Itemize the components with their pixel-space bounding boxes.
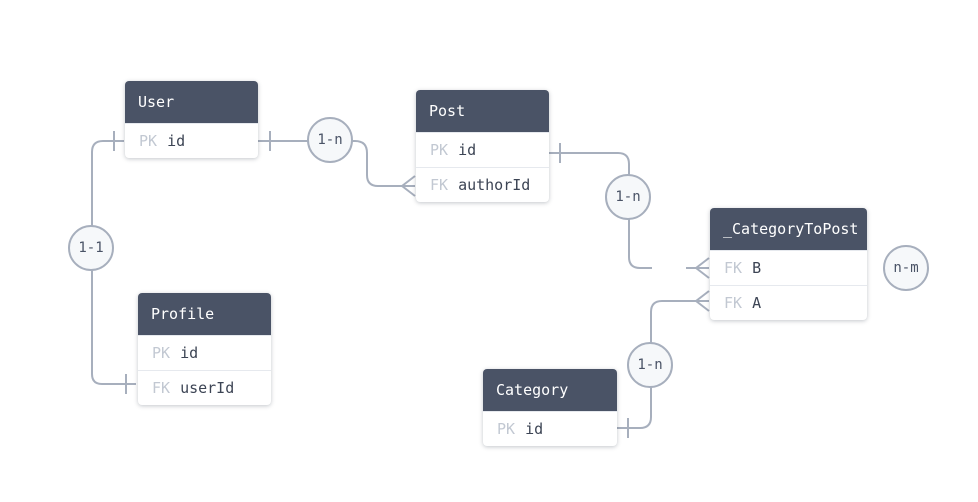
table-profile-row-id[interactable]: PK id: [138, 335, 271, 370]
table-user-row-id[interactable]: PK id: [125, 123, 258, 158]
table-categorytopost[interactable]: _CategoryToPost FK B FK A: [710, 208, 867, 320]
key-label: PK: [430, 141, 449, 159]
key-label: PK: [152, 344, 171, 362]
column-name: B: [752, 259, 762, 277]
table-profile-title: Profile: [138, 293, 271, 335]
table-categorytopost-row-b[interactable]: FK B: [710, 250, 867, 285]
column-name: id: [458, 141, 477, 159]
column-name: authorId: [458, 176, 531, 194]
connector-user-post: [258, 140, 415, 187]
table-user-title: User: [125, 81, 258, 123]
key-label: FK: [724, 259, 743, 277]
key-label: FK: [724, 294, 743, 312]
relation-badge-category-categorytopost[interactable]: 1-n: [627, 342, 673, 388]
relation-badge-user-post[interactable]: 1-n: [307, 117, 353, 163]
relation-badge-post-categorytopost[interactable]: 1-n: [605, 174, 651, 220]
key-label: FK: [152, 379, 171, 397]
table-post-row-authorid[interactable]: FK authorId: [416, 167, 549, 202]
table-profile-row-userid[interactable]: FK userId: [138, 370, 271, 405]
table-category-row-id[interactable]: PK id: [483, 411, 617, 446]
relation-badge-user-profile[interactable]: 1-1: [68, 225, 114, 271]
table-category[interactable]: Category PK id: [483, 369, 617, 446]
crowfoot-categorytopost-b: [686, 257, 710, 279]
table-post-title: Post: [416, 90, 549, 132]
table-post-row-id[interactable]: PK id: [416, 132, 549, 167]
table-category-title: Category: [483, 369, 617, 411]
table-post[interactable]: Post PK id FK authorId: [416, 90, 549, 202]
column-name: A: [752, 294, 762, 312]
table-profile[interactable]: Profile PK id FK userId: [138, 293, 271, 405]
crowfoot-post-author: [401, 175, 416, 197]
column-name: id: [180, 344, 199, 362]
crowfoot-categorytopost-a: [695, 290, 710, 312]
key-label: FK: [430, 176, 449, 194]
table-categorytopost-row-a[interactable]: FK A: [710, 285, 867, 320]
relation-badge-categorytopost-many[interactable]: n-m: [883, 245, 929, 291]
key-label: PK: [139, 132, 158, 150]
column-name: id: [525, 420, 544, 438]
column-name: userId: [180, 379, 235, 397]
column-name: id: [167, 132, 186, 150]
key-label: PK: [497, 420, 516, 438]
table-categorytopost-title: _CategoryToPost: [710, 208, 867, 250]
table-user[interactable]: User PK id: [125, 81, 258, 158]
